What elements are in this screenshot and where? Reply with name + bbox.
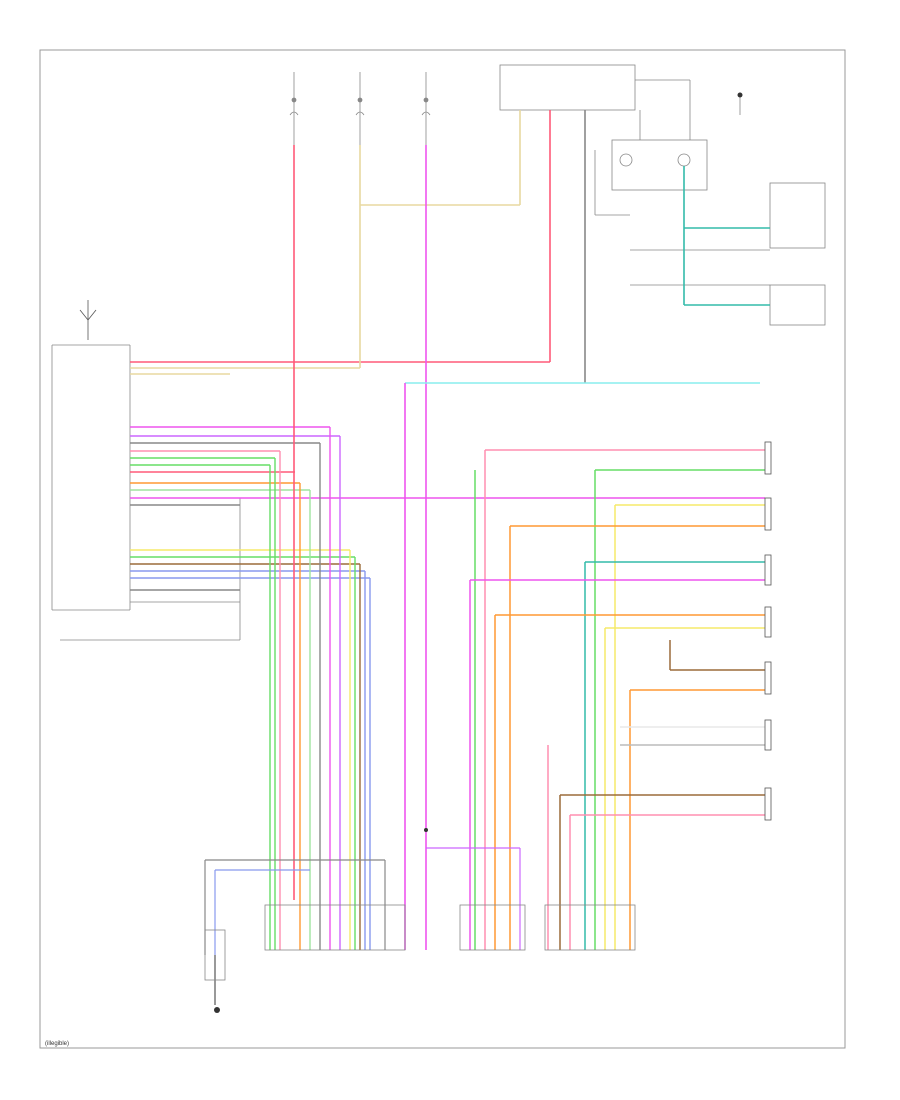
lower-left-branch xyxy=(204,859,386,1005)
connector-icon xyxy=(204,904,636,981)
speaker-icon xyxy=(764,441,772,821)
radio-bottom-bundle xyxy=(269,427,371,950)
right-switch-boxes xyxy=(594,150,826,326)
diagram-reference-code: (illegible) xyxy=(45,1041,69,1047)
vertical-feed-wires xyxy=(293,110,770,950)
radio-connector-block xyxy=(51,344,241,641)
ground-icon xyxy=(737,92,743,98)
diagram-frame xyxy=(39,49,846,1049)
control-module xyxy=(499,64,741,191)
center-branch xyxy=(424,828,521,950)
antenna-icon xyxy=(79,300,97,340)
speaker-wires xyxy=(469,449,765,950)
top-power-sources xyxy=(289,72,431,145)
radio-pin-rows xyxy=(130,361,765,591)
ground-icon xyxy=(214,1007,220,1013)
